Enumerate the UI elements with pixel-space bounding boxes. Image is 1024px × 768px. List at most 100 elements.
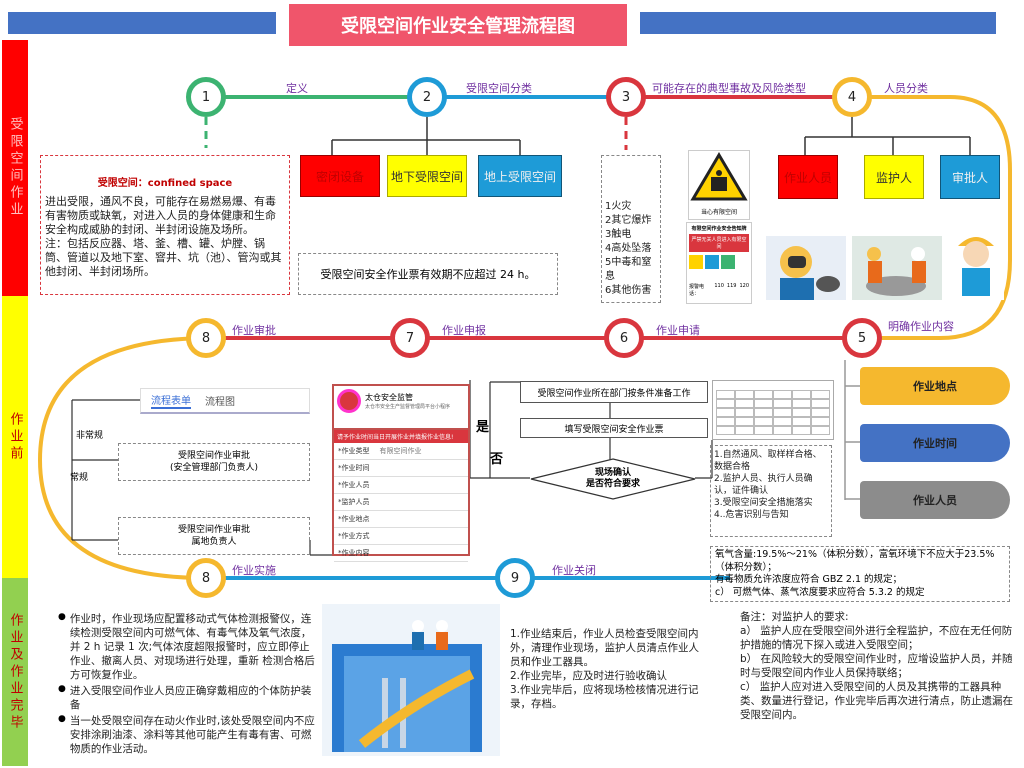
hazard-item: 6其他伤害 (605, 285, 652, 296)
role-guardian: 监护人 (864, 155, 924, 199)
hazard-item: 1火灾 (605, 201, 632, 212)
step-number: 3 (621, 89, 631, 105)
declare-form-field[interactable]: *作业时间 (334, 460, 468, 477)
safety-badge-icon (337, 389, 361, 413)
hazard-icon (689, 255, 703, 269)
header-bar-left (8, 12, 276, 34)
decision-no: 否 (490, 452, 504, 467)
declare-form-field-label: *作业方式 (338, 532, 370, 540)
category-aboveground: 地上受限空间 (478, 155, 562, 197)
declare-form-field[interactable]: *作业内容 (334, 545, 468, 562)
gas-standard-note: 氧气含量:19.5%～21%（体积分数），富氧环境下不应大于23.5%（体积分数… (710, 546, 1010, 602)
confined-space-work-illustration (322, 604, 500, 756)
worker-illustration (766, 236, 846, 300)
step-number: 6 (619, 330, 629, 346)
declare-form-field[interactable]: *作业地点 (334, 511, 468, 528)
notice-board-title: 有限空间作业安全告知牌 (691, 226, 747, 232)
step-node-2: 2 (407, 77, 447, 117)
step-label-3: 可能存在的典型事故及风险类型 (652, 82, 806, 95)
implementation-item: ●进入受限空间作业人员应正确穿戴相应的个体防护装备 (58, 684, 320, 712)
hazard-item: 4高处坠落 (605, 243, 652, 254)
application-step-fill-permit: 填写受限空间安全作业票 (520, 418, 708, 438)
step-number: 4 (847, 89, 857, 105)
implementation-list: ●作业时，作业现场应配置移动式气体检测报警仪，连续检测受限空间内可燃气体、有毒气… (58, 612, 320, 758)
bullet-icon: ● (58, 684, 66, 694)
step-number: 8 (201, 330, 211, 346)
step-label-9: 作业关闭 (552, 564, 596, 577)
step-node-5: 5 (842, 318, 882, 358)
notice-board-warning: 严禁无关人员进入有限空间 (689, 234, 749, 252)
step-label-5: 明确作业内容 (888, 320, 954, 333)
warning-sign: 当心有限空间 (688, 150, 750, 220)
step-node-6: 6 (604, 318, 644, 358)
bullet-icon: ● (58, 714, 66, 724)
implementation-text: 作业时，作业现场应配置移动式气体检测报警仪，连续检测受限空间内可燃气体、有毒气体… (69, 613, 315, 681)
declare-form-field[interactable]: *作业方式 (334, 528, 468, 545)
declare-form-field[interactable]: *作业人员 (334, 477, 468, 494)
step-node-7: 7 (390, 318, 430, 358)
permit-form-thumbnail (712, 380, 834, 440)
step-number: 9 (510, 570, 520, 586)
step-label-8a: 作业审批 (232, 324, 276, 337)
implementation-item: ●作业时，作业现场应配置移动式气体检测报警仪，连续检测受限空间内可燃气体、有毒气… (58, 612, 320, 682)
step-label-6: 作业申请 (656, 324, 700, 337)
tab-process-form[interactable]: 流程表单 (151, 392, 191, 409)
side-label-bottom: 作业及作业完毕 (2, 578, 28, 766)
implementation-item: ●当一处受限空间存在动火作业时,该处受限空间内不应安排涂刷油漆、涂料等其他可能产… (58, 714, 320, 756)
tab-process-chart[interactable]: 流程图 (205, 397, 235, 408)
closing-steps: 1.作业结束后，作业人员检查受限空间内外，清理作业现场，监护人员清点作业人员和作… (510, 628, 699, 710)
alarm-phone-110: 110 (714, 283, 724, 289)
decision-yes: 是 (476, 420, 490, 435)
hazard-item: 5中毒和窒息 (605, 257, 652, 282)
step-node-8b: 8 (186, 558, 226, 598)
approval-box-local-head: 受限空间作业审批 属地负责人 (118, 517, 310, 555)
exit-icon (721, 255, 735, 269)
ppe-icon (705, 255, 719, 269)
definition-note: 注：包括反应器、塔、釜、槽、罐、炉膛、锅筒、管道以及地下室、窨井、坑（池）、管沟… (45, 237, 282, 278)
guardian-note-body: a） 监护人应在受限空间外进行全程监护，不应在无任何防护措施的情况下探入或进入受… (740, 625, 1013, 721)
approval-box-safety-dept: 受限空间作业审批 (安全管理部门负责人) (118, 443, 310, 481)
bullet-icon: ● (58, 612, 66, 622)
step-label-7: 作业申报 (442, 324, 486, 337)
declare-form-field-label: *作业时间 (338, 464, 370, 472)
hazard-item: 3触电 (605, 229, 632, 240)
step-number: 2 (422, 89, 432, 105)
guardian-note-title: 备注：对监护人的要求: (740, 611, 849, 623)
declare-form-field-label: *作业内容 (338, 549, 370, 557)
safety-notice-board: 有限空间作业安全告知牌 严禁无关人员进入有限空间 报警电话： 110 119 1… (686, 222, 752, 304)
declare-form-field-label: *作业地点 (338, 515, 370, 523)
approver-illustration (948, 228, 1004, 300)
declare-app-form: 请予作业时间当日开展作业并填报作业信息! *作业类型有限空间作业*作业时间*作业… (332, 428, 470, 562)
role-worker: 作业人员 (778, 155, 838, 199)
application-step-prepare: 受限空间作业所在部门按条件准备工作 (520, 381, 708, 403)
approval-tabs: 流程表单 流程图 (140, 388, 310, 414)
side-label-mid: 作业前 (2, 296, 28, 578)
alarm-phone-label: 报警电话： (689, 284, 705, 297)
role-approver: 审批人 (940, 155, 1000, 199)
guardian-illustration (852, 236, 942, 300)
step-label-4: 人员分类 (884, 82, 928, 95)
decision-diamond (530, 458, 696, 500)
declare-form-field-label: *作业人员 (338, 481, 370, 489)
content-item-time: 作业时间 (860, 424, 1010, 462)
page-title: 受限空间作业安全管理流程图 (289, 4, 627, 46)
validity-note: 受限空间安全作业票有效期不应超过 24 h。 (298, 253, 558, 295)
declare-form-field[interactable]: *监护人员 (334, 494, 468, 511)
approval-irregular-label: 非常规 (76, 431, 104, 441)
step-label-2: 受限空间分类 (466, 82, 532, 95)
category-sealed-equipment: 密闭设备 (300, 155, 380, 197)
step-node-9: 9 (495, 558, 535, 598)
step-number: 1 (201, 89, 211, 105)
definition-body: 进出受限，通风不良，可能存在易燃易爆、有毒有害物质或缺氧，对进入人员的身体健康和… (45, 195, 276, 236)
warning-sign-caption: 当心有限空间 (700, 209, 737, 216)
step-label-8b: 作业实施 (232, 564, 276, 577)
warning-triangle-icon (690, 152, 748, 201)
declare-form-field[interactable]: *作业类型有限空间作业 (334, 443, 468, 460)
step-node-3: 3 (606, 77, 646, 117)
step-node-1: 1 (186, 77, 226, 117)
declare-form-field-label: *作业类型 (338, 447, 370, 455)
definition-box: 受限空间：confined space 进出受限，通风不良，可能存在易燃易爆、有… (40, 155, 290, 295)
step-number: 7 (405, 330, 415, 346)
step-number: 8 (201, 570, 211, 586)
step-label-1: 定义 (286, 82, 308, 95)
